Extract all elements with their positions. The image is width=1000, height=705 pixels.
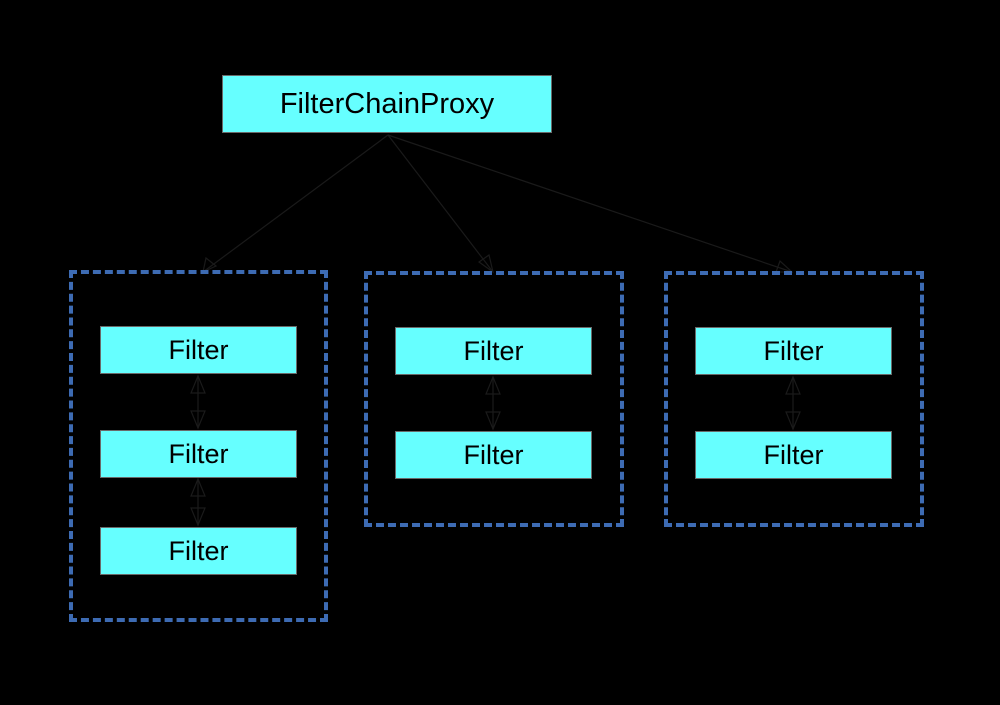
filter-label: Filter <box>463 439 524 470</box>
filter-chain-proxy-node: FilterChainProxy <box>222 75 552 133</box>
group-any-pattern: /** <box>779 284 809 315</box>
edge-proxy-to-any <box>387 134 794 273</box>
group-any <box>664 271 924 527</box>
group-any-filter-1: Filter <box>695 327 892 375</box>
group-any-filter-2: Filter <box>695 431 892 479</box>
filter-label: Filter <box>168 438 229 469</box>
group-bar-filter-1: Filter <box>395 327 592 375</box>
group-bar-filter-2: Filter <box>395 431 592 479</box>
filter-label: Filter <box>463 335 524 366</box>
filter-label: Filter <box>168 535 229 566</box>
edge-proxy-to-foo <box>202 134 389 274</box>
filter-label: Filter <box>763 439 824 470</box>
group-foo-filter-3: Filter <box>100 527 297 575</box>
group-bar <box>364 271 624 527</box>
group-foo-pattern: /foo/** <box>158 283 235 314</box>
edge-foo-filter1-filter2 <box>190 374 206 430</box>
edge-proxy-to-bar <box>387 134 494 274</box>
group-bar-pattern: /bar/** <box>451 284 529 315</box>
group-foo-filter-2: Filter <box>100 430 297 478</box>
filter-chain-proxy-label: FilterChainProxy <box>279 87 495 120</box>
filter-label: Filter <box>168 334 229 365</box>
group-foo <box>69 270 328 622</box>
filter-label: Filter <box>763 335 824 366</box>
edge-foo-filter2-filter3 <box>190 477 206 527</box>
group-foo-filter-1: Filter <box>100 326 297 374</box>
edge-bar-filter1-filter2 <box>485 375 501 431</box>
edge-any-filter1-filter2 <box>785 375 801 431</box>
